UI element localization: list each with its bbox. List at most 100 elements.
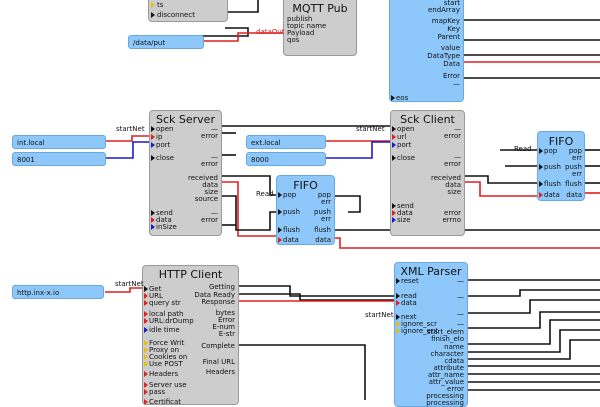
wire-label: dataOut <box>256 28 285 36</box>
port-arrow-icon <box>539 148 543 154</box>
port-label: Payload <box>287 29 315 37</box>
mqtt-pub-node[interactable]: MQTT Pub publish topic name Payload qos <box>283 0 357 56</box>
json-parser-node[interactable]: start endArray mapKey Key Parent value D… <box>389 0 464 102</box>
port-label: push <box>565 163 582 171</box>
port-label: received <box>187 174 218 182</box>
topic-input[interactable]: /data/put <box>128 35 204 49</box>
port-label: DataType <box>427 52 460 60</box>
top-left-node[interactable]: sword ts disconnect <box>148 0 228 22</box>
wire-label: startNet <box>116 125 145 133</box>
port-label: topic name <box>287 22 327 30</box>
port-label: mapKey <box>431 17 460 25</box>
port-arrow-icon <box>151 2 155 8</box>
port-label: name <box>444 343 464 351</box>
wire-label: Read <box>514 145 532 153</box>
port-label: processing <box>426 392 464 400</box>
port-arrow-icon <box>392 142 396 148</box>
port-arrow-icon <box>396 314 400 320</box>
node-title: MQTT Pub <box>292 2 348 15</box>
port-label: size <box>397 216 411 224</box>
port-arrow-icon <box>144 382 148 388</box>
wire <box>221 175 276 196</box>
port-label: E-str <box>218 330 235 338</box>
port-label: open <box>156 125 174 133</box>
port-label: E-num <box>212 323 235 331</box>
port-arrow-icon <box>396 300 400 306</box>
wire <box>468 289 600 297</box>
port-label: data <box>445 181 461 189</box>
port-label: qos <box>287 36 300 44</box>
port-arrow-icon <box>539 181 543 187</box>
port-label: source <box>194 195 218 203</box>
sck-server-node[interactable]: Sck Server open ip port close send data … <box>149 110 222 236</box>
port-arrow-icon <box>144 293 148 299</box>
port-label: Data <box>443 60 460 68</box>
port-arrow-icon <box>144 361 148 367</box>
port-arrow-icon <box>278 192 282 198</box>
port-label: — <box>457 277 464 285</box>
port-label: Headers <box>149 370 179 378</box>
port-label: ts <box>157 1 164 9</box>
ip-input[interactable]: int.local <box>12 135 106 149</box>
port-label: data <box>401 299 417 307</box>
fifo-right-node[interactable]: FIFO pop push flush data pop err push er… <box>537 131 585 201</box>
port-label: Final URL <box>202 358 235 366</box>
wire <box>221 195 276 231</box>
wire <box>464 175 537 184</box>
wire-label: startNet <box>115 280 144 288</box>
port-label: push <box>283 208 300 216</box>
url-input[interactable]: ext.local <box>246 135 326 149</box>
input-value: /data/put <box>133 39 166 47</box>
port-label: push <box>314 208 331 216</box>
fifo-mid-node[interactable]: FIFO pop push flush data pop err push er… <box>276 175 335 245</box>
port-arrow-icon <box>151 210 155 216</box>
port-label: data <box>156 216 172 224</box>
port-arrow-icon <box>392 217 396 223</box>
port-arrow-icon <box>144 318 148 324</box>
port-input[interactable]: 8000 <box>246 152 326 166</box>
port-arrow-icon <box>539 164 543 170</box>
xml-parser-node[interactable]: XML Parser reset read data next ignore_s… <box>394 262 468 407</box>
port-label: Response <box>201 298 235 306</box>
port-label: close <box>156 154 175 162</box>
http-client-node[interactable]: HTTP Client Get URL query str local path… <box>142 265 239 406</box>
port-input[interactable]: 8001 <box>12 152 106 166</box>
wire <box>468 339 600 360</box>
wire <box>334 237 600 249</box>
port-arrow-icon <box>151 134 155 140</box>
port-arrow-icon <box>151 126 155 132</box>
wire <box>105 141 149 159</box>
port-label: err <box>321 215 331 223</box>
port-arrow-icon <box>278 209 282 215</box>
node-title: Sck Client <box>400 113 455 126</box>
port-label: next <box>401 313 417 321</box>
url-input[interactable]: http.inx-x.io <box>12 285 104 299</box>
wire <box>334 195 361 213</box>
wire <box>468 329 600 353</box>
port-label: data <box>315 236 331 244</box>
port-label: — <box>457 310 464 318</box>
port-label: Getting <box>208 283 235 291</box>
input-value: 8000 <box>251 156 269 164</box>
port-arrow-icon <box>396 293 400 299</box>
port-label: data <box>566 191 582 199</box>
port-label: Server use <box>149 381 187 389</box>
port-label: error <box>201 160 218 168</box>
port-label: bytes <box>215 309 235 317</box>
port-arrow-icon <box>144 300 148 306</box>
port-label: start_elem <box>426 328 464 336</box>
port-label: disconnect <box>157 11 195 19</box>
port-label: Get <box>149 285 162 293</box>
sck-client-node[interactable]: Sck Client open url port close send data… <box>390 110 465 236</box>
wire <box>464 181 537 197</box>
input-value: int.local <box>17 139 45 147</box>
wire <box>224 0 259 13</box>
port-label: — <box>457 293 464 301</box>
port-label: pop <box>568 147 582 155</box>
port-label: data <box>397 209 413 217</box>
wire <box>200 32 283 42</box>
port-label: data <box>202 181 218 189</box>
port-arrow-icon <box>392 134 396 140</box>
port-label: URL <box>149 292 163 300</box>
